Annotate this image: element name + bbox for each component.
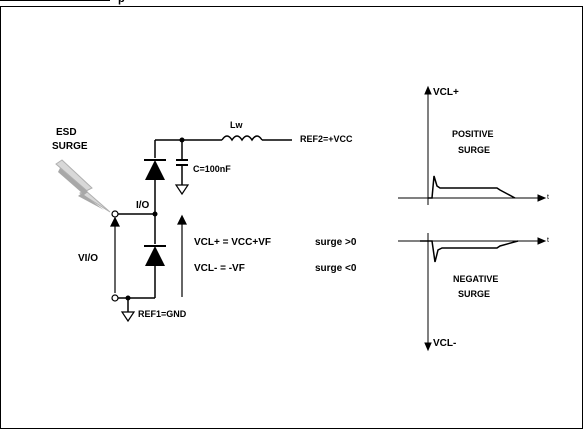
circuit — [118, 135, 292, 312]
gnd-terminal — [111, 294, 119, 302]
t-axis-label-bottom: t — [547, 237, 549, 244]
positive-waveform-axes — [398, 85, 547, 205]
io-terminal — [111, 210, 119, 218]
vcl-minus-condition: surge <0 — [315, 263, 357, 274]
vcl-minus-equation: VCL- = -VF — [194, 263, 245, 274]
negative-surge-waveform — [420, 240, 519, 263]
vcl-plus-axis-label: VCL+ — [433, 87, 459, 98]
page-title: p — [118, 0, 125, 5]
positive-label: POSITIVE — [452, 129, 494, 139]
inductor-symbol — [221, 135, 263, 142]
diode-upper — [144, 159, 166, 180]
junction-dot — [152, 211, 158, 217]
ref2-label: REF2=+VCC — [300, 134, 353, 144]
positive-surge-waveform — [428, 175, 516, 199]
vcl-arrow — [177, 214, 187, 297]
vio-arrow — [110, 216, 120, 293]
vcl-plus-condition: surge >0 — [315, 237, 357, 248]
positive-surge-label: SURGE — [458, 145, 491, 155]
surge-label: SURGE — [52, 141, 88, 152]
negative-surge-label: SURGE — [458, 289, 491, 299]
page-border — [0, 6, 583, 429]
io-label: I/O — [136, 200, 150, 211]
t-axis-label-top: t — [547, 194, 549, 201]
esd-label: ESD — [56, 127, 77, 138]
junction-dot — [125, 295, 131, 301]
ground-icon — [174, 184, 190, 196]
vcl-minus-axis-label: VCL- — [433, 338, 457, 349]
negative-label: NEGATIVE — [453, 274, 499, 284]
lightning-bolt-icon — [55, 159, 111, 213]
capacitor-label: C=100nF — [193, 164, 231, 174]
junction-dot — [179, 137, 185, 143]
inductor-label: Lw — [230, 120, 243, 130]
ref1-label: REF1=GND — [138, 309, 187, 319]
vcl-plus-equation: VCL+ = VCC+VF — [194, 237, 271, 248]
ground-icon — [120, 311, 136, 323]
vio-label: VI/O — [78, 253, 99, 264]
diode-lower — [144, 245, 166, 266]
